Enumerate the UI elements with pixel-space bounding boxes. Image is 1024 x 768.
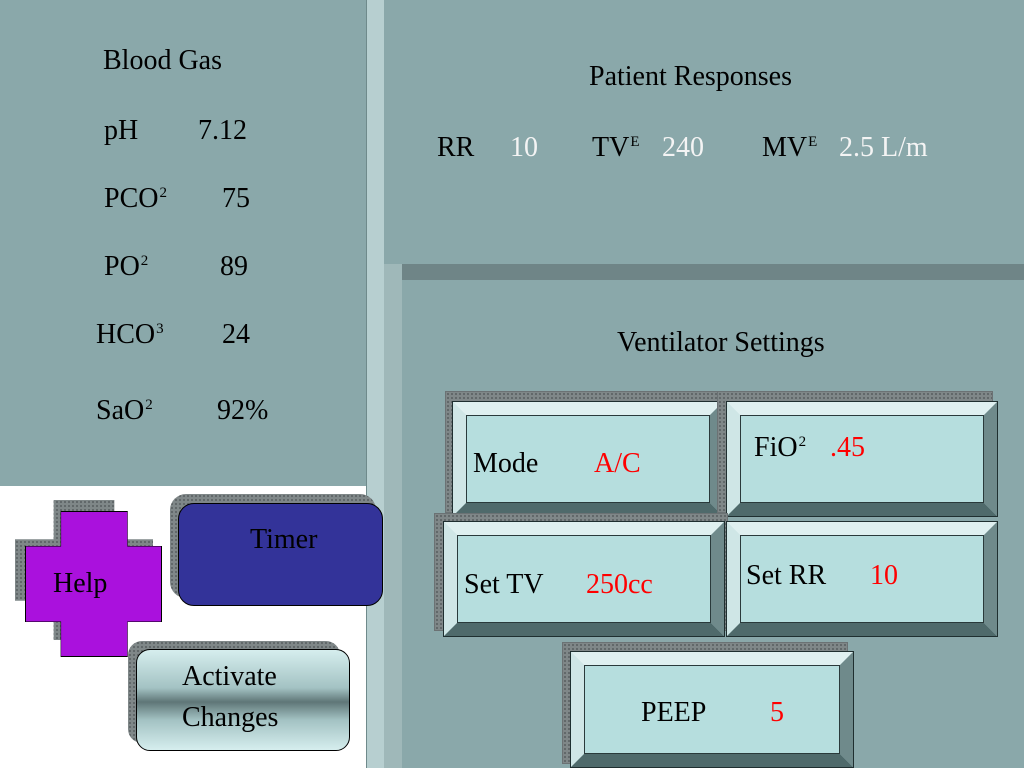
set-tv-label: Set TV xyxy=(464,569,544,600)
hco3-value: 24 xyxy=(222,319,250,350)
sao2-label: SaO2 xyxy=(96,395,153,426)
hco3-subscript: 3 xyxy=(156,320,164,337)
ventilator-settings-title: Ventilator Settings xyxy=(617,327,825,358)
peep-value: 5 xyxy=(770,697,784,728)
pco2-value: 75 xyxy=(222,183,250,214)
patient-responses-title: Patient Responses xyxy=(589,61,792,92)
fio2-label: FiO2 xyxy=(754,432,807,463)
ventilator-panel-top-edge xyxy=(384,264,1024,280)
blood-gas-title: Blood Gas xyxy=(103,45,222,76)
pco2-subscript: 2 xyxy=(159,184,167,201)
pco2-label: PCO2 xyxy=(104,183,167,214)
activate-label-line1: Activate xyxy=(182,661,277,692)
timer-label: Timer xyxy=(250,524,318,555)
mv-exhaled-superscript: E xyxy=(808,133,818,150)
rr-value: 10 xyxy=(510,132,538,163)
po2-value: 89 xyxy=(220,251,248,282)
activate-label-line2: Changes xyxy=(182,702,279,733)
mv-exhaled-label: MVE xyxy=(762,132,818,163)
sao2-subscript: 2 xyxy=(145,396,153,413)
set-rr-button[interactable]: Set RR 10 xyxy=(726,521,998,637)
set-tv-value: 250cc xyxy=(586,569,653,600)
mode-label: Mode xyxy=(473,448,539,479)
ventilator-panel-left-edge xyxy=(384,264,402,768)
po2-subscript: 2 xyxy=(140,252,149,269)
panel-divider xyxy=(366,0,386,280)
peep-label: PEEP xyxy=(641,697,707,728)
patient-responses-panel xyxy=(384,0,1024,264)
tv-exhaled-superscript: E xyxy=(630,133,640,150)
mode-button[interactable]: Mode A/C xyxy=(452,401,724,517)
rr-label: RR xyxy=(437,132,475,163)
po2-label: PO2 xyxy=(104,251,149,282)
set-rr-value: 10 xyxy=(870,560,898,591)
activate-changes-button[interactable]: Activate Changes xyxy=(136,649,350,751)
help-button[interactable]: Help xyxy=(25,511,162,657)
mode-value: A/C xyxy=(594,448,641,479)
fio2-value: .45 xyxy=(830,432,865,463)
fio2-button[interactable]: FiO2 .45 xyxy=(726,401,998,517)
timer-button[interactable]: Timer xyxy=(178,503,383,606)
peep-button[interactable]: PEEP 5 xyxy=(570,651,854,768)
mv-exhaled-value: 2.5 L/m xyxy=(839,132,928,163)
tv-exhaled-label: TVE xyxy=(592,132,640,163)
fio2-subscript: 2 xyxy=(798,433,807,450)
tv-exhaled-value: 240 xyxy=(662,132,704,163)
ph-value: 7.12 xyxy=(198,115,247,146)
set-tv-button[interactable]: Set TV 250cc xyxy=(443,521,725,637)
sao2-value: 92% xyxy=(217,395,269,426)
set-rr-label: Set RR xyxy=(746,560,827,591)
help-label: Help xyxy=(53,568,108,599)
hco3-label: HCO3 xyxy=(96,319,164,350)
blood-gas-panel xyxy=(0,0,369,486)
ph-label: pH xyxy=(104,115,139,146)
